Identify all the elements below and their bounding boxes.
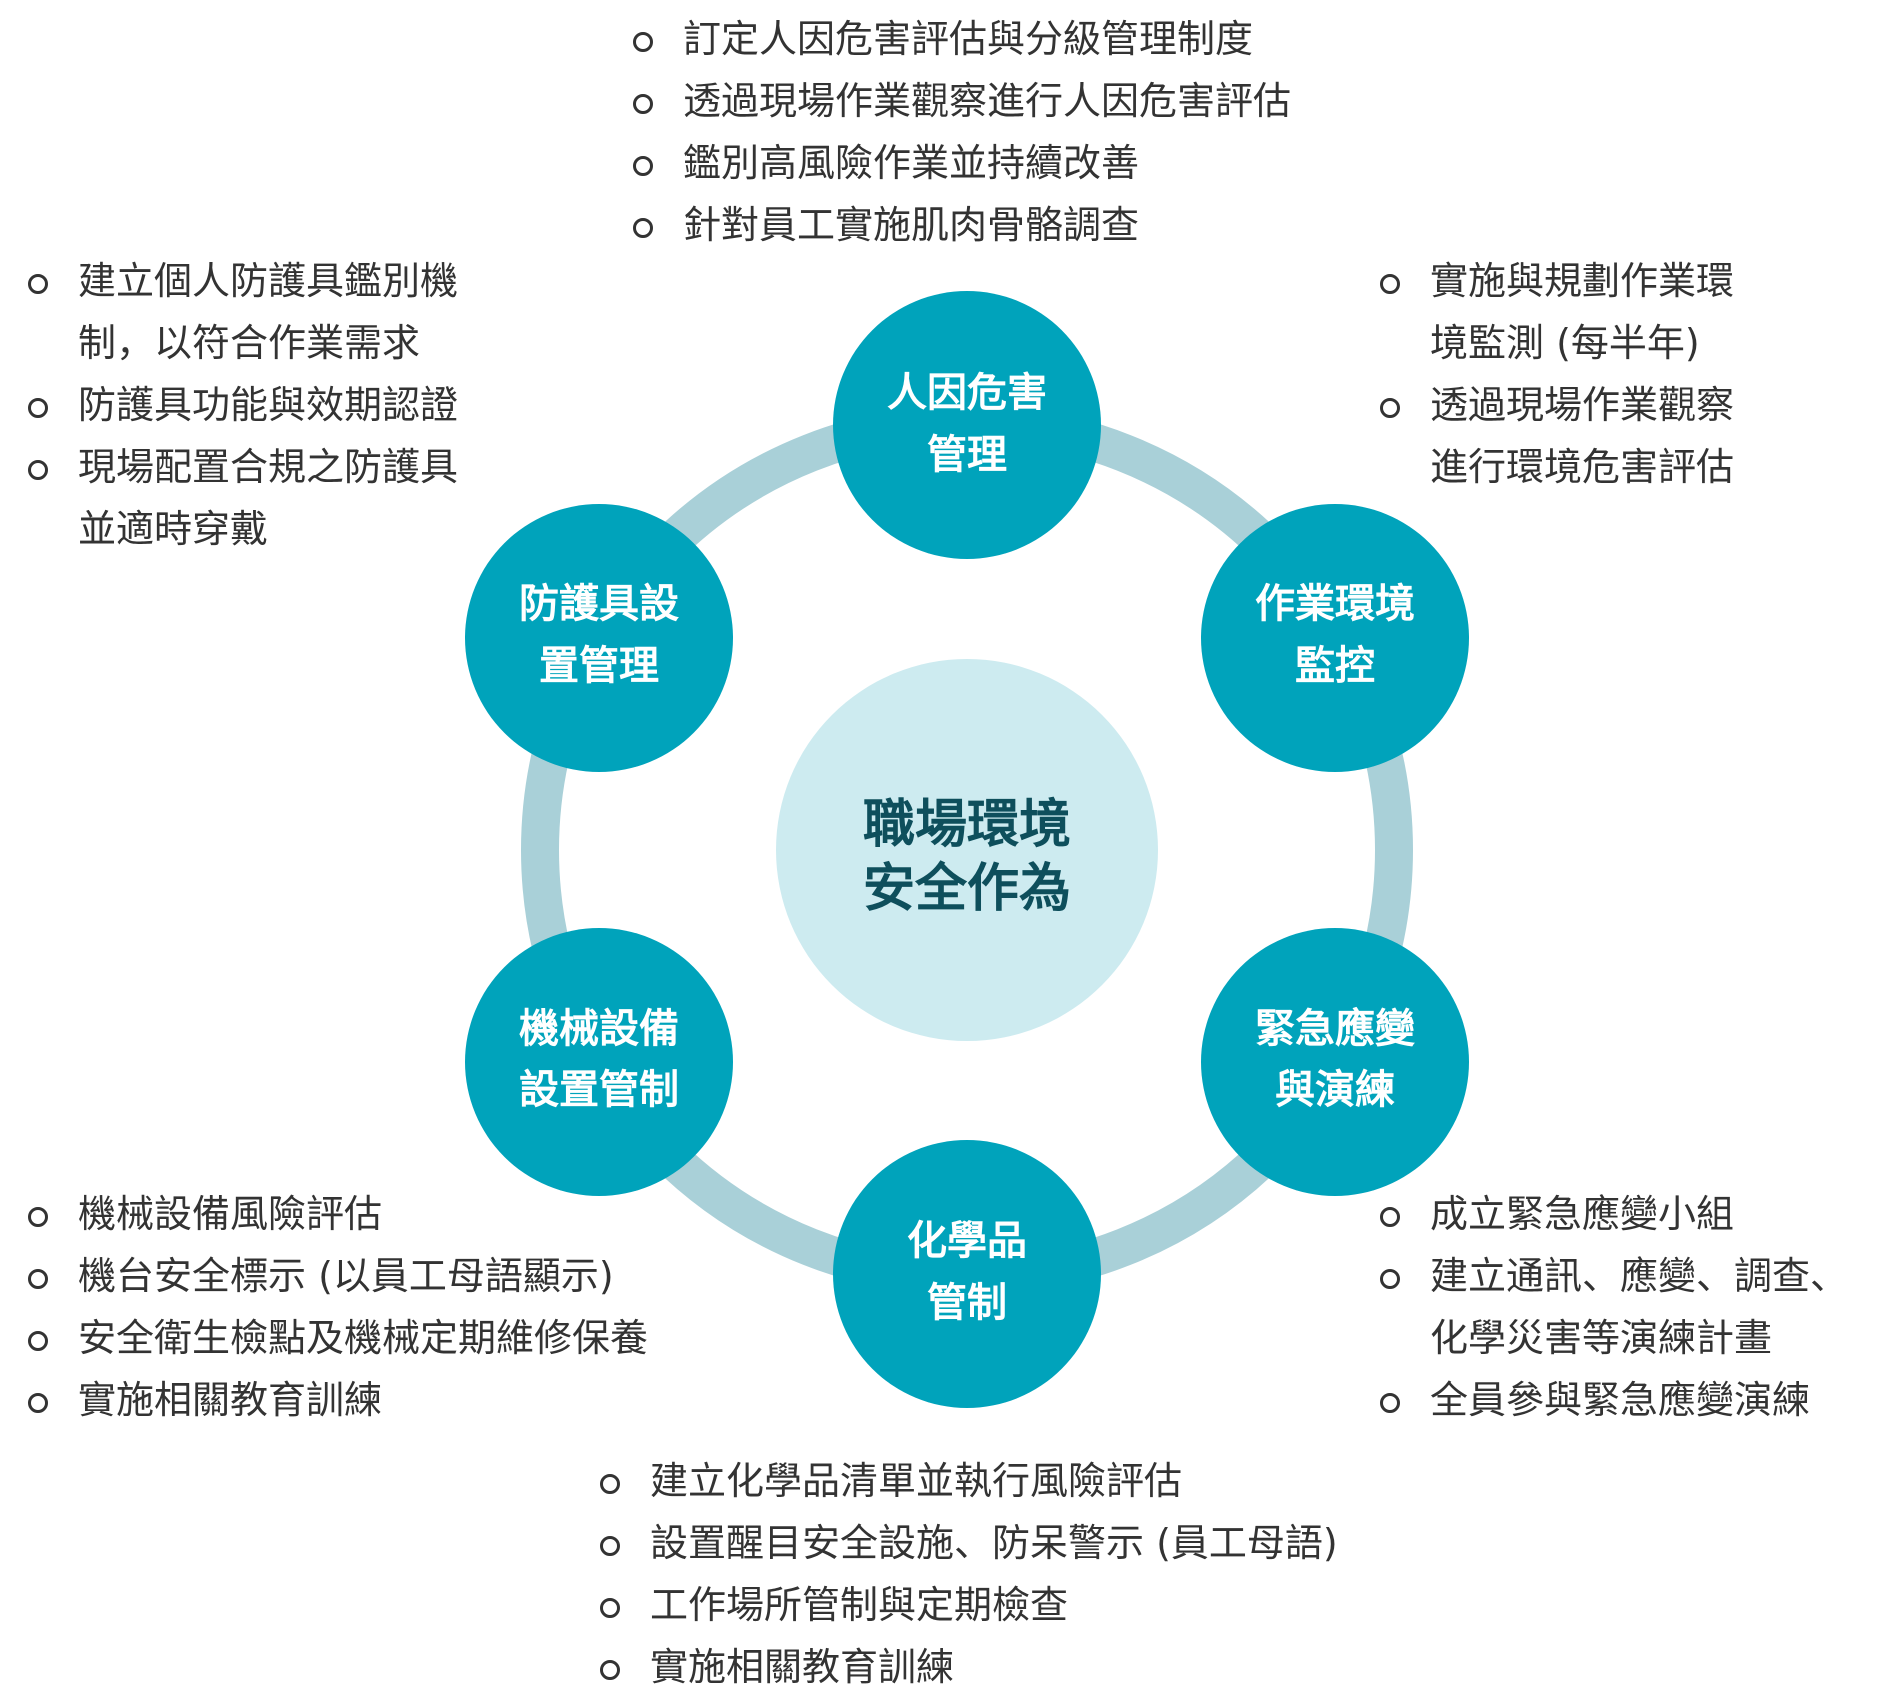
circle-bullet-icon (600, 1474, 620, 1494)
center-title-line1: 職場環境 (863, 795, 1071, 855)
list-item: 安全衛生檢點及機械定期維修保養 (28, 1307, 728, 1369)
node-machinery: 機械設備 設置管制 (465, 928, 733, 1196)
list-item: 實施相關教育訓練 (600, 1636, 1420, 1698)
node-label-line2: 監控 (1295, 643, 1375, 689)
node-chemicals: 化學品 管制 (833, 1140, 1101, 1408)
node-circle (1201, 928, 1469, 1196)
circle-bullet-icon (1380, 1207, 1400, 1227)
circle-bullet-icon (600, 1536, 620, 1556)
circle-bullet-icon (28, 460, 48, 480)
human-factors-list: 訂定人因危害評估與分級管理制度 透過現場作業觀察進行人因危害評估 鑑別高風險作業… (633, 8, 1393, 256)
circle-bullet-icon (633, 156, 653, 176)
circle-bullet-icon (1380, 1393, 1400, 1413)
node-circle (1201, 504, 1469, 772)
center-circle (776, 659, 1158, 1041)
node-circle (465, 928, 733, 1196)
list-item: 建立通訊、應變、調查、 化學災害等演練計畫 (1380, 1245, 1890, 1369)
circle-bullet-icon (600, 1598, 620, 1618)
node-label-line1: 人因危害 (887, 370, 1047, 416)
node-label-line2: 管制 (927, 1280, 1007, 1326)
node-label-line1: 機械設備 (519, 1006, 679, 1052)
node-label-line2: 與演練 (1275, 1067, 1395, 1113)
list-item: 設置醒目安全設施、防呆警示 (員工母語) (600, 1512, 1420, 1574)
list-item: 成立緊急應變小組 (1380, 1183, 1890, 1245)
work-environment-list: 實施與規劃作業環 境監測 (每半年) 透過現場作業觀察 進行環境危害評估 (1380, 250, 1880, 498)
list-item: 實施相關教育訓練 (28, 1369, 728, 1431)
list-item: 機台安全標示 (以員工母語顯示) (28, 1245, 728, 1307)
list-item: 鑑別高風險作業並持續改善 (633, 132, 1393, 194)
list-item: 現場配置合規之防護具 並適時穿戴 (28, 436, 528, 560)
list-item: 透過現場作業觀察進行人因危害評估 (633, 70, 1393, 132)
protective-gear-list: 建立個人防護具鑑別機 制，以符合作業需求 防護具功能與效期認證 現場配置合規之防… (28, 250, 528, 560)
chemicals-list: 建立化學品清單並執行風險評估 設置醒目安全設施、防呆警示 (員工母語) 工作場所… (600, 1450, 1420, 1698)
list-item: 透過現場作業觀察 進行環境危害評估 (1380, 374, 1880, 498)
node-label-line1: 作業環境 (1255, 581, 1415, 627)
emergency-list: 成立緊急應變小組 建立通訊、應變、調查、 化學災害等演練計畫 全員參與緊急應變演… (1380, 1183, 1890, 1431)
node-protective-gear: 防護具設 置管理 (465, 504, 733, 772)
node-work-environment: 作業環境 監控 (1201, 504, 1469, 772)
center-title-line2: 安全作為 (863, 859, 1071, 919)
list-item: 針對員工實施肌肉骨骼調查 (633, 194, 1393, 256)
node-label-line2: 管理 (927, 432, 1007, 478)
circle-bullet-icon (28, 274, 48, 294)
node-human-factors: 人因危害 管理 (833, 291, 1101, 559)
circle-bullet-icon (28, 398, 48, 418)
circle-bullet-icon (633, 32, 653, 52)
node-circle (833, 1140, 1101, 1408)
list-item: 防護具功能與效期認證 (28, 374, 528, 436)
list-item: 實施與規劃作業環 境監測 (每半年) (1380, 250, 1880, 374)
circle-bullet-icon (1380, 1269, 1400, 1289)
circle-bullet-icon (633, 218, 653, 238)
list-item: 機械設備風險評估 (28, 1183, 728, 1245)
list-item: 工作場所管制與定期檢查 (600, 1574, 1420, 1636)
circle-bullet-icon (600, 1660, 620, 1680)
circle-bullet-icon (28, 1331, 48, 1351)
node-emergency: 緊急應變 與演練 (1201, 928, 1469, 1196)
node-circle (465, 504, 733, 772)
list-item: 建立個人防護具鑑別機 制，以符合作業需求 (28, 250, 528, 374)
node-label-line1: 緊急應變 (1255, 1006, 1415, 1052)
node-label-line2: 設置管制 (519, 1067, 679, 1113)
circle-bullet-icon (1380, 274, 1400, 294)
circle-bullet-icon (28, 1393, 48, 1413)
list-item: 訂定人因危害評估與分級管理制度 (633, 8, 1393, 70)
node-label-line2: 置管理 (539, 643, 659, 689)
circle-bullet-icon (1380, 398, 1400, 418)
node-label-line1: 防護具設 (519, 581, 679, 627)
circle-bullet-icon (633, 94, 653, 114)
node-circle (833, 291, 1101, 559)
list-item: 全員參與緊急應變演練 (1380, 1369, 1890, 1431)
machinery-list: 機械設備風險評估 機台安全標示 (以員工母語顯示) 安全衛生檢點及機械定期維修保… (28, 1183, 728, 1431)
node-label-line1: 化學品 (907, 1218, 1027, 1264)
circle-bullet-icon (28, 1269, 48, 1289)
list-item: 建立化學品清單並執行風險評估 (600, 1450, 1420, 1512)
circle-bullet-icon (28, 1207, 48, 1227)
